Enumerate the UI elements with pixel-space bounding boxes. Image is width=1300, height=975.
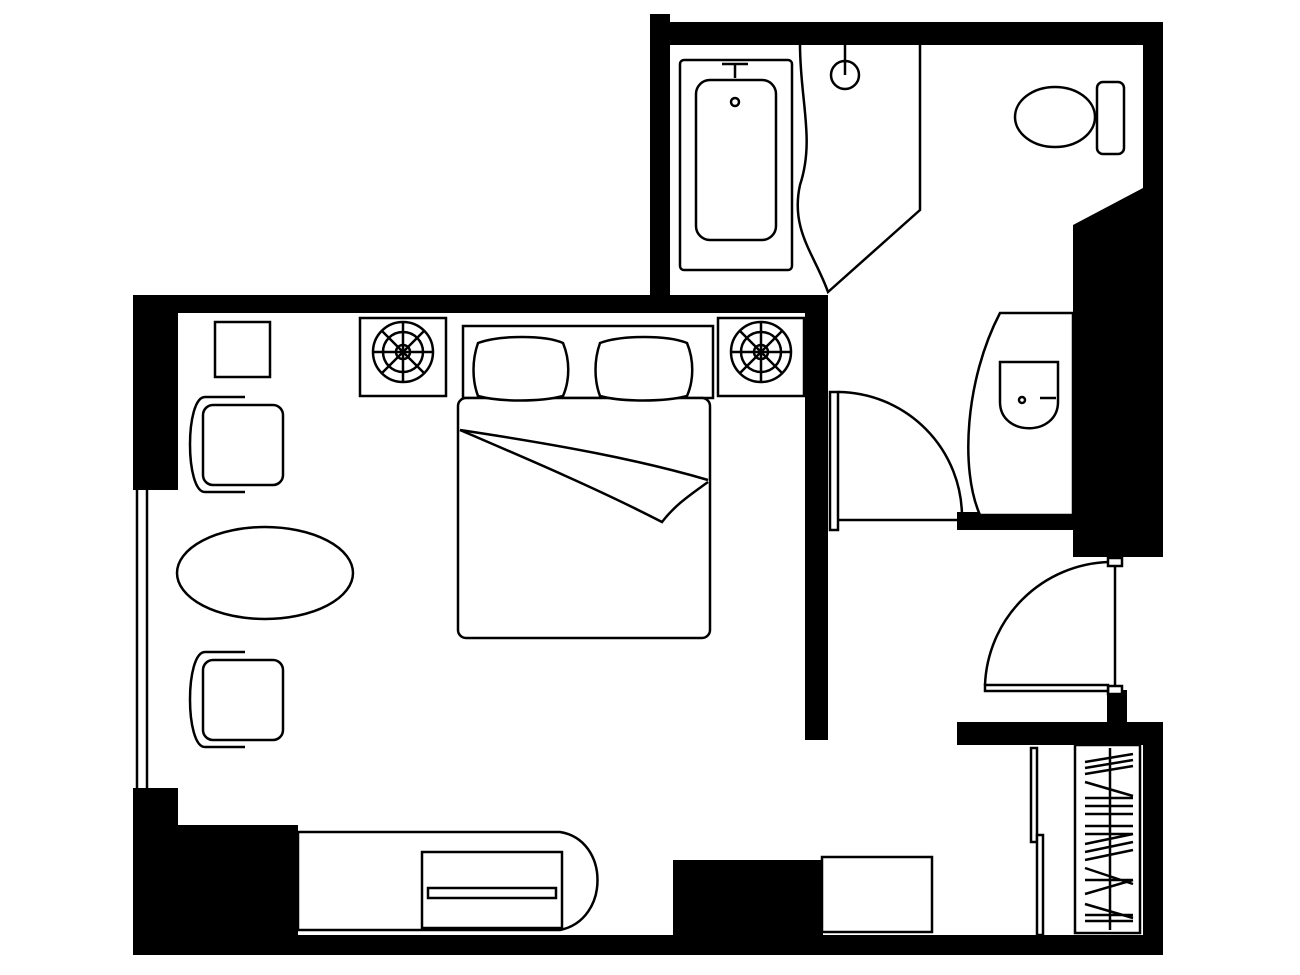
cabinet [820, 855, 934, 934]
pillow [594, 335, 694, 402]
shower-partition [796, 44, 922, 295]
oval-table [175, 525, 355, 621]
left-wall-upper [133, 295, 178, 490]
bath-right-wall [1143, 22, 1163, 557]
pillow [472, 335, 570, 402]
sink-icon [967, 311, 1075, 517]
corner-block [133, 825, 298, 955]
bathroom-door[interactable] [828, 390, 964, 532]
window [135, 490, 149, 788]
closet-top-wall [957, 722, 1163, 745]
armchair-icon [188, 395, 285, 494]
closet-right-wall [1143, 722, 1163, 955]
blanket-fold [459, 428, 709, 482]
nightstand-lamp-icon [716, 316, 806, 398]
sliding-door[interactable] [1035, 833, 1045, 937]
partition-wall [805, 295, 828, 740]
double-bed [456, 324, 715, 640]
entry-door[interactable] [983, 556, 1124, 696]
toilet-icon [1013, 80, 1126, 156]
bottom-wall [133, 935, 1163, 955]
entry-post [1107, 690, 1127, 725]
armchair-icon [188, 650, 285, 749]
bath-wall-block [1073, 188, 1143, 557]
bath-door-wall [957, 512, 1073, 530]
shower-head-icon [829, 45, 861, 91]
bottom-block [673, 860, 823, 955]
bath-left-wall [650, 14, 670, 297]
side-table [213, 320, 272, 379]
walls [133, 14, 1163, 955]
wardrobe [1029, 743, 1142, 937]
bath-top-wall [650, 22, 1163, 45]
nightstand-lamp-icon [358, 316, 448, 398]
left-wall-lower [133, 788, 178, 828]
bathtub [678, 58, 794, 272]
desk [296, 830, 599, 932]
sliding-door[interactable] [1029, 746, 1039, 844]
room-top-wall [133, 295, 828, 313]
